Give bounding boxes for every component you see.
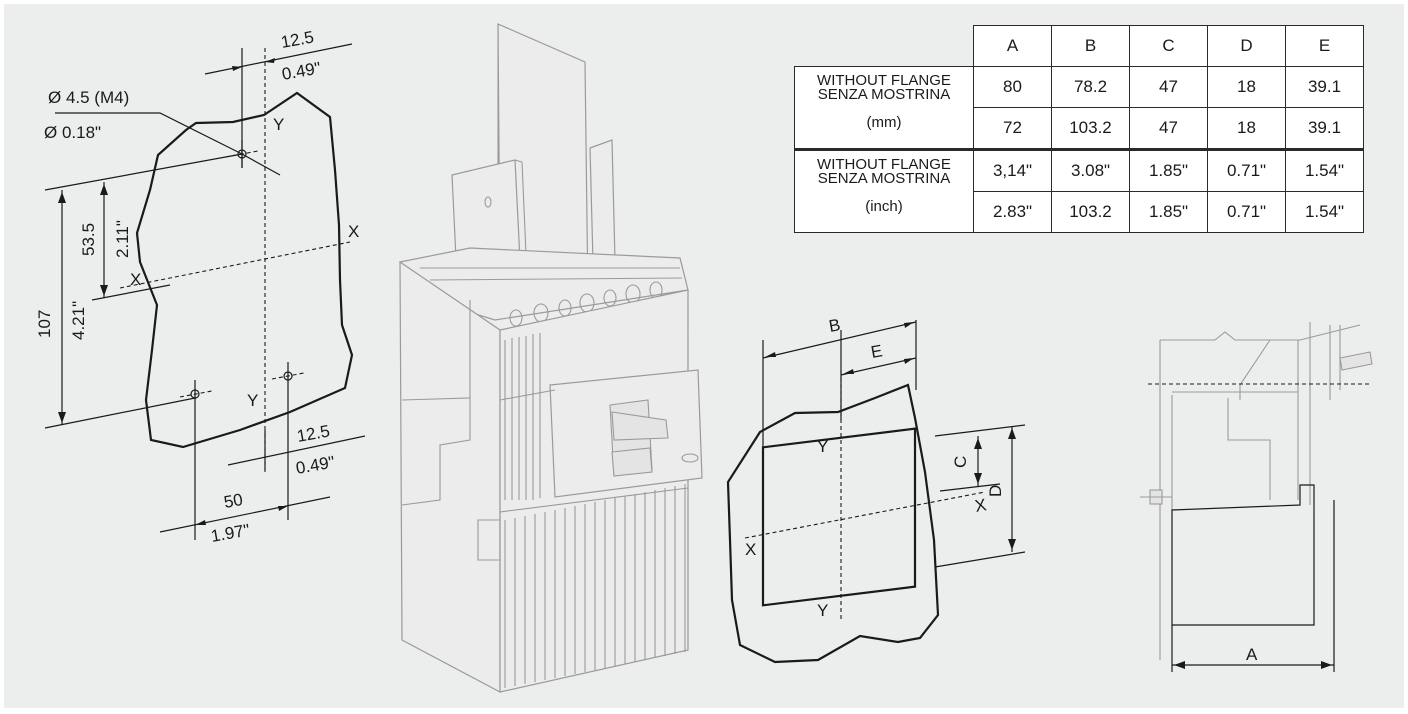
cutout-x-axis <box>744 491 986 539</box>
table-row: WITHOUT FLANGE SENZA MOSTRINA (inch) 3,1… <box>794 148 1364 233</box>
table-cell: 72 <box>973 107 1052 150</box>
x-axis-line <box>119 241 351 289</box>
cutout-axis-x-right: X <box>973 495 987 516</box>
table-cell: 1.54" <box>1285 191 1364 233</box>
table-cell: 80 <box>973 66 1052 108</box>
cutout-axis-y-top: Y <box>817 437 828 456</box>
table-cell: 3.08" <box>1051 148 1130 192</box>
width-dimension-line <box>159 496 331 533</box>
top-offset-inch: 0.49" <box>280 58 322 84</box>
column-header-a: A <box>973 25 1052 67</box>
label-b: B <box>827 315 841 336</box>
cutout-outline <box>726 383 940 664</box>
body-ribs <box>504 333 686 688</box>
table-cell: 39.1 <box>1285 66 1364 108</box>
group-label-line2: SENZA MOSTRINA <box>817 86 951 103</box>
height-mm: 107 <box>35 310 54 338</box>
label-e: E <box>869 341 883 362</box>
table-cell: 1.85" <box>1129 191 1208 233</box>
panel-cutout: B E C D Y Y X X <box>726 315 1026 664</box>
half-height-inch: 2.11" <box>113 220 132 258</box>
hole-bottom-left <box>179 389 213 399</box>
table-cell: 1.54" <box>1285 148 1364 192</box>
label-c: C <box>951 456 970 468</box>
hole-diameter-mm: Ø 4.5 (M4) <box>48 88 129 107</box>
height-inch: 4.21" <box>69 301 88 340</box>
group-label-line2: SENZA MOSTRINA <box>817 170 951 187</box>
bottom-offset-inch: 0.49" <box>294 452 336 478</box>
table-cell: 18 <box>1207 66 1286 108</box>
hole-leader <box>55 112 243 155</box>
group-label-line1: WITHOUT FLANGE <box>817 156 951 173</box>
group-label-mm: WITHOUT FLANGE SENZA MOSTRINA (mm) <box>794 66 974 150</box>
group-unit-mm: (mm) <box>866 114 902 131</box>
table-cell: 0.71" <box>1207 148 1286 192</box>
width-inch: 1.97" <box>209 520 251 546</box>
table-row: WITHOUT FLANGE SENZA MOSTRINA (mm) 80 78… <box>794 66 1364 150</box>
table-cell: 47 <box>1129 66 1208 108</box>
table-cell: 78.2 <box>1051 66 1130 108</box>
table-header-row: A B C D E <box>794 25 1364 67</box>
column-header-d: D <box>1207 25 1286 67</box>
top-offset-mm: 12.5 <box>279 27 315 51</box>
label-d: D <box>986 485 1005 497</box>
drilling-template: Ø 4.5 (M4) Ø 0.18" 12.5 0.49" 12.5 0.49"… <box>35 27 366 546</box>
bottom-offset-dimension-line <box>227 435 366 466</box>
cutout-axis-x-left: X <box>745 540 756 559</box>
axis-x-left-label: X <box>130 270 141 289</box>
drilling-outline <box>135 91 354 449</box>
dimension-b-line <box>762 321 917 359</box>
table-cell: 3,14" <box>973 148 1052 192</box>
side-view-body <box>1171 484 1315 626</box>
column-header-c: C <box>1129 25 1208 67</box>
table-cell: 1.85" <box>1129 148 1208 192</box>
width-mm: 50 <box>222 490 244 512</box>
label-a: A <box>1246 645 1258 664</box>
half-height-mm: 53.5 <box>79 223 98 256</box>
axis-y-bottom-label: Y <box>247 391 258 410</box>
circuit-breaker-illustration <box>399 23 703 693</box>
table-cell: 0.71" <box>1207 191 1286 233</box>
top-offset-dimension-line <box>204 43 353 75</box>
bottom-offset-mm: 12.5 <box>295 421 331 445</box>
table-cell: 103.2 <box>1051 191 1130 233</box>
cutout-window <box>761 427 917 607</box>
column-header-b: B <box>1051 25 1130 67</box>
hole-diameter-inch: Ø 0.18" <box>44 123 101 142</box>
table-cell: 103.2 <box>1051 107 1130 150</box>
table-cell: 39.1 <box>1285 107 1364 150</box>
table-cell: 47 <box>1129 107 1208 150</box>
dimensions-table: A B C D E WITHOUT FLANGE SENZA MOSTRINA … <box>794 25 1364 233</box>
side-view: A <box>1140 322 1373 672</box>
cutout-axis-y-bottom: Y <box>817 601 828 620</box>
table-row: 2.83" 103.2 1.85" 0.71" 1.54" <box>795 191 1364 233</box>
group-label-inch: WITHOUT FLANGE SENZA MOSTRINA (inch) <box>794 148 974 233</box>
column-header-e: E <box>1285 25 1364 67</box>
axis-y-top-label: Y <box>273 115 284 134</box>
breaker-toggle <box>609 399 669 477</box>
group-label-line1: WITHOUT FLANGE <box>817 72 951 89</box>
table-cell: 2.83" <box>973 191 1052 233</box>
axis-x-right-label: X <box>348 222 359 241</box>
group-unit-inch: (inch) <box>865 198 903 215</box>
table-cell: 18 <box>1207 107 1286 150</box>
